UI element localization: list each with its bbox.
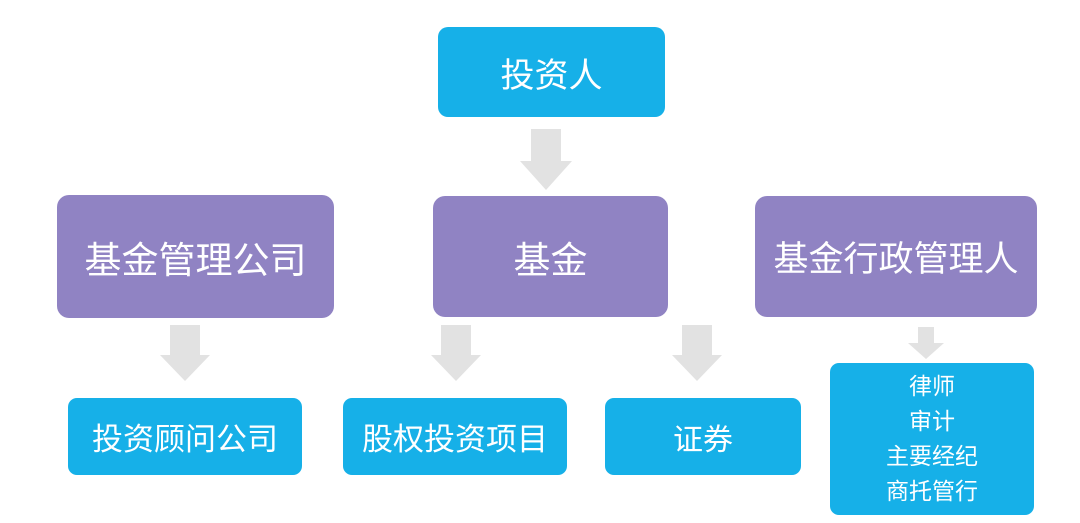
service-providers-line: 律师 xyxy=(909,373,955,399)
node-fund-management-company: 基金管理公司 xyxy=(57,195,334,318)
node-investment-advisory-company: 投资顾问公司 xyxy=(68,398,302,475)
service-providers-line: 商托管行 xyxy=(886,478,978,504)
arrow-stem xyxy=(918,327,934,343)
arrow-stem xyxy=(441,325,471,355)
arrow-stem xyxy=(531,129,561,161)
node-fund: 基金 xyxy=(433,196,668,317)
service-providers-line: 审计 xyxy=(909,408,955,434)
arrow-stem xyxy=(170,325,200,355)
node-equity-investment-projects: 股权投资项目 xyxy=(343,398,567,475)
node-fund-label: 基金 xyxy=(513,239,588,281)
node-fund-administrator-label: 基金行政管理人 xyxy=(773,240,1019,279)
node-investor: 投资人 xyxy=(438,27,665,117)
service-providers-line: 主要经纪 xyxy=(886,443,978,469)
node-fund-administrator: 基金行政管理人 xyxy=(755,196,1037,317)
arrow-head xyxy=(520,161,572,190)
node-securities: 证券 xyxy=(605,398,801,475)
down-arrow-fund-to-securities xyxy=(672,325,722,381)
arrow-head xyxy=(431,355,481,381)
node-service-providers: 律师 审计 主要经纪 商托管行 xyxy=(830,363,1034,515)
arrow-stem xyxy=(682,325,712,355)
arrow-head xyxy=(672,355,722,381)
down-arrow-fund-to-equity xyxy=(431,325,481,381)
arrow-head xyxy=(160,355,210,381)
arrow-head xyxy=(908,343,944,359)
node-fund-management-company-label: 基金管理公司 xyxy=(84,239,307,281)
node-investment-advisory-company-label: 投资顾问公司 xyxy=(92,422,278,457)
node-equity-investment-projects-label: 股权投资项目 xyxy=(362,422,548,457)
node-investor-label: 投资人 xyxy=(500,56,603,95)
node-securities-label: 证券 xyxy=(673,423,733,457)
down-arrow-admin-to-providers xyxy=(908,327,944,359)
down-arrow-investor-to-fund xyxy=(520,129,572,190)
down-arrow-fmc-to-advisory xyxy=(160,325,210,381)
